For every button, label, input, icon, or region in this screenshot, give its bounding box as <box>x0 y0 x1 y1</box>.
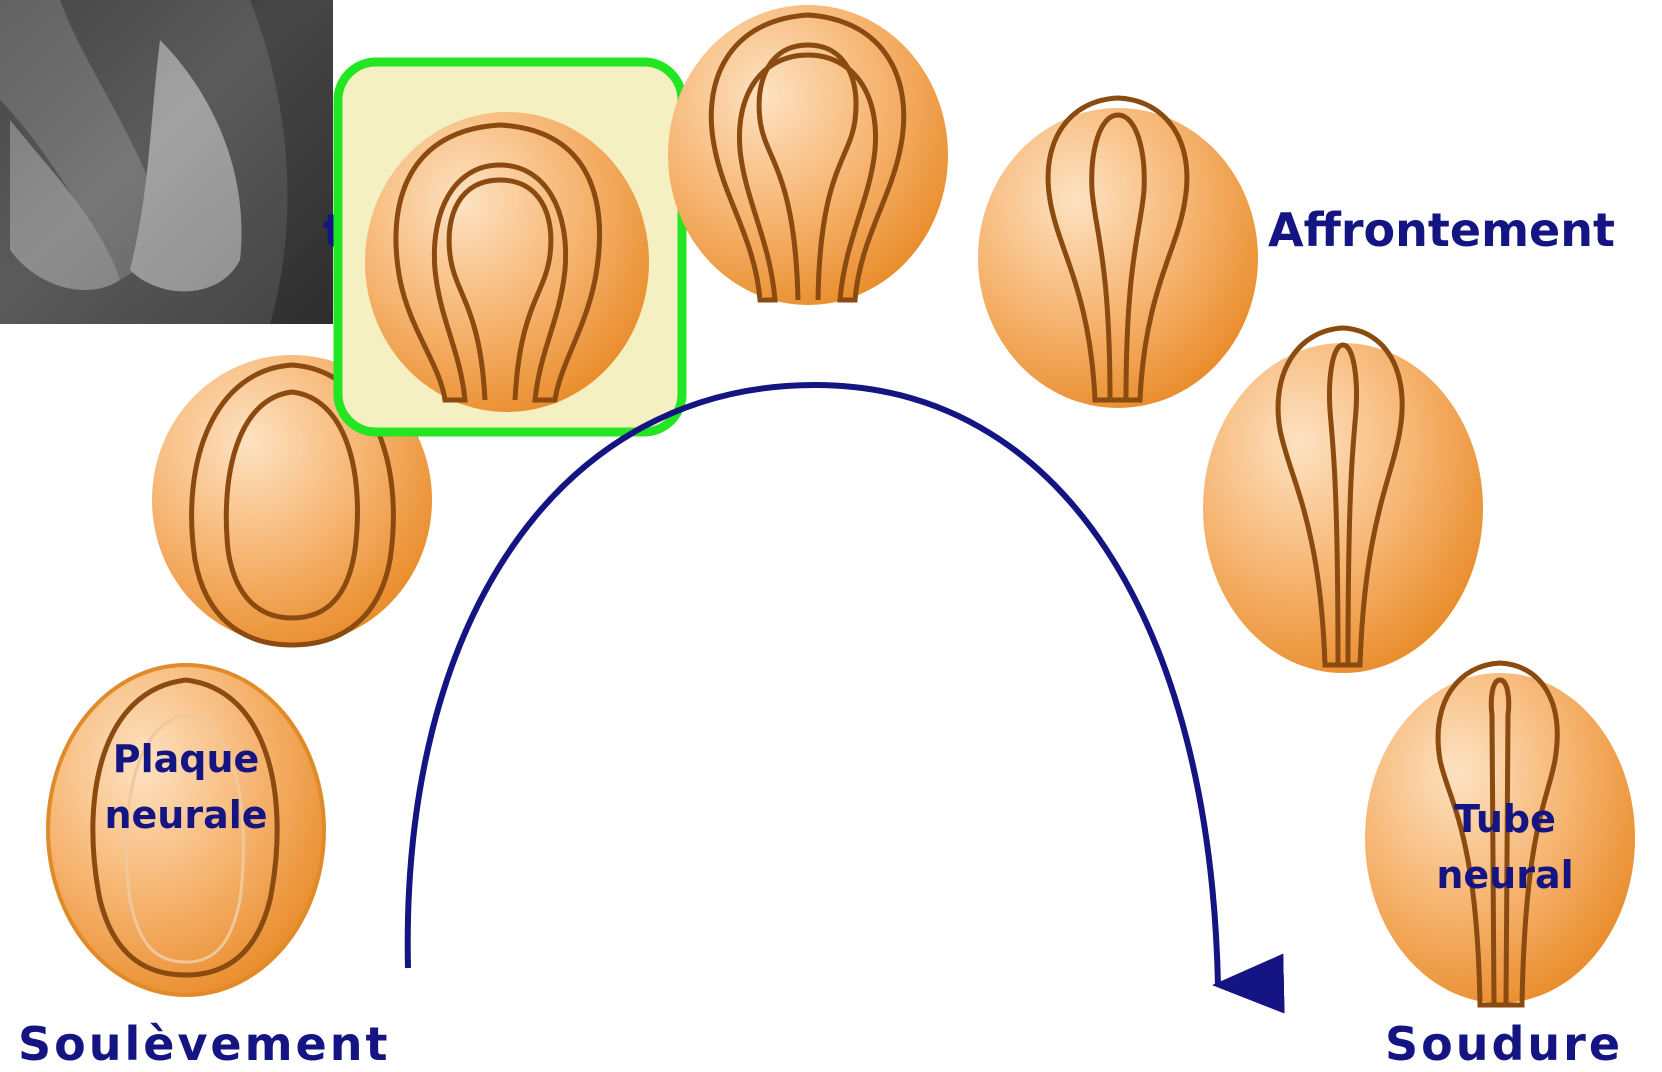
label-soudure: Soudure <box>1385 1017 1623 1071</box>
plaque-label-line1: Plaque <box>113 737 260 781</box>
stage-plaque-neurale: Plaque neurale <box>48 665 324 995</box>
tube-label-line1: Tube <box>1454 797 1556 841</box>
plaque-label-line2: neurale <box>104 793 267 837</box>
stage-3-embryo <box>668 5 948 305</box>
progression-arrow <box>408 385 1218 985</box>
stage-2-embryo <box>365 112 649 412</box>
label-affrontement: Affrontement <box>1268 203 1615 257</box>
stage-tube-neural: Tube neural <box>1365 663 1635 1005</box>
stage-5-embryo <box>1203 328 1483 673</box>
label-soulevement: Soulèvement <box>18 1017 391 1071</box>
embryo-photo <box>0 0 333 324</box>
stage-4-embryo <box>978 98 1258 408</box>
tube-label-line2: neural <box>1436 853 1573 897</box>
